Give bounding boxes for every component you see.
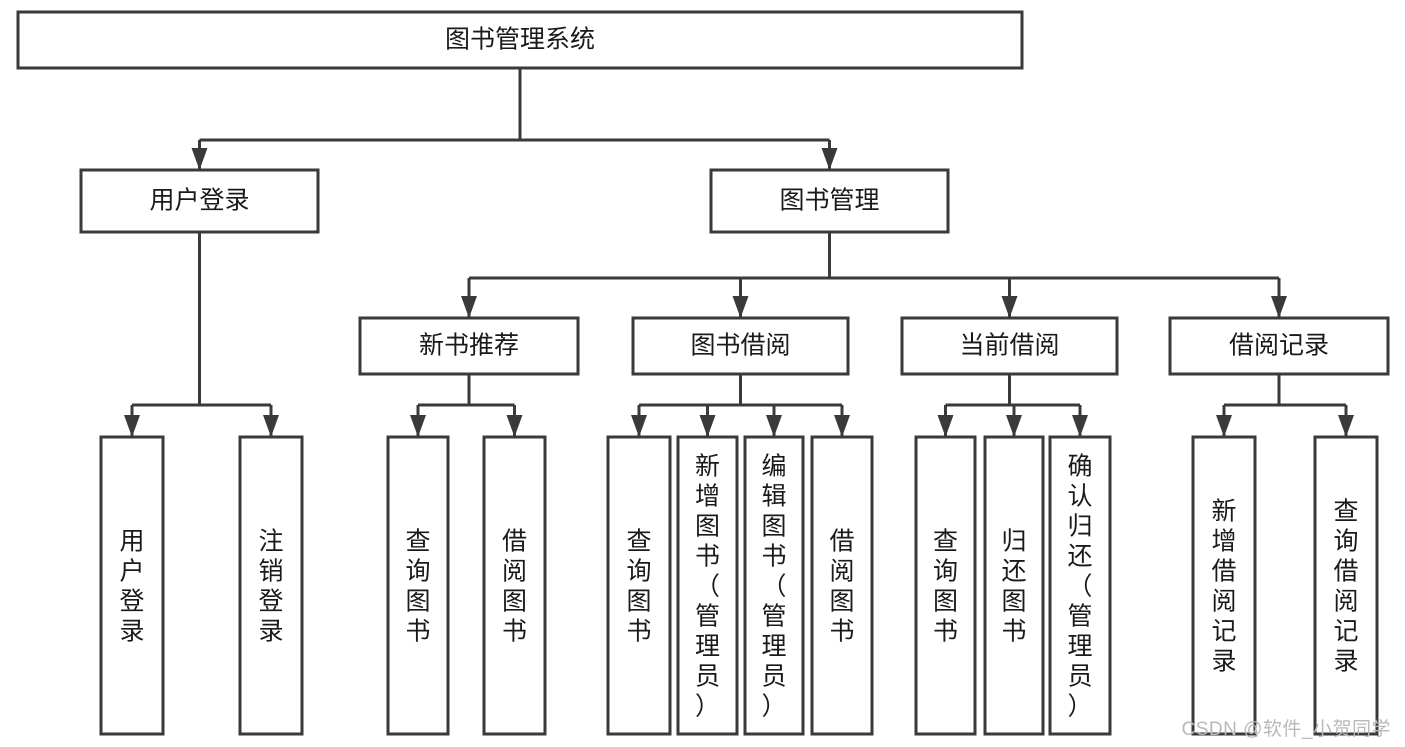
node-level3-2[interactable]: 当前借阅 — [900, 316, 1119, 376]
arrow-head-icon — [699, 415, 716, 437]
arrow-head-icon — [1216, 415, 1232, 437]
node-label: 新书推荐 — [419, 332, 519, 360]
node-leaf-12[interactable]: 查询借阅记录 — [1313, 435, 1379, 736]
node-level2-1[interactable]: 图书管理 — [709, 168, 950, 234]
node-leaf-1[interactable]: 注销登录 — [238, 435, 304, 736]
node-box — [79, 168, 320, 234]
arrow-head-icon — [1072, 415, 1088, 437]
arrow-head-icon — [263, 415, 279, 437]
node-label: 查询图书 — [933, 528, 958, 646]
node-box — [676, 435, 739, 736]
node-label: 查询借阅记录 — [1333, 498, 1358, 676]
node-label: 用户登录 — [149, 187, 249, 215]
arrow-head-icon — [124, 415, 140, 437]
node-label: 图书管理系统 — [445, 26, 595, 54]
node-box — [810, 435, 874, 736]
node-box — [358, 316, 580, 376]
node-leaf-3[interactable]: 借阅图书 — [482, 435, 547, 736]
node-leaf-7[interactable]: 借阅图书 — [810, 435, 874, 736]
node-label: 新增借阅记录 — [1211, 498, 1236, 676]
node-box — [1048, 435, 1112, 736]
node-box — [16, 10, 1024, 70]
arrow-head-icon — [732, 296, 749, 318]
arrow-head-icon — [1006, 415, 1022, 437]
node-box — [983, 435, 1045, 736]
node-level3-1[interactable]: 图书借阅 — [631, 316, 850, 376]
node-label: 查询图书 — [626, 528, 651, 646]
arrow-head-icon — [834, 415, 850, 437]
node-box — [482, 435, 547, 736]
node-leaf-10[interactable]: 确认归还（管理员） — [1048, 435, 1112, 736]
node-label: 注销登录 — [258, 528, 283, 646]
node-label: 借阅图书 — [829, 528, 854, 646]
node-label: 借阅记录 — [1229, 332, 1329, 360]
node-leaf-6[interactable]: 编辑图书（管理员） — [743, 435, 805, 736]
arrow-head-icon — [631, 415, 647, 437]
node-label: 当前借阅 — [959, 332, 1059, 360]
arrow-head-icon — [821, 148, 838, 170]
node-label: 图书管理 — [779, 187, 879, 215]
node-level3-3[interactable]: 借阅记录 — [1168, 316, 1390, 376]
node-box — [606, 435, 672, 736]
arrow-head-icon — [766, 415, 782, 437]
arrow-head-icon — [937, 415, 954, 437]
node-leaf-2[interactable]: 查询图书 — [386, 435, 450, 736]
node-level2-0[interactable]: 用户登录 — [79, 168, 320, 234]
node-label: 借阅图书 — [502, 528, 527, 646]
node-box — [743, 435, 805, 736]
node-leaf-9[interactable]: 归还图书 — [983, 435, 1045, 736]
node-box — [1313, 435, 1379, 736]
node-leaf-8[interactable]: 查询图书 — [914, 435, 977, 736]
arrow-head-icon — [1271, 296, 1287, 318]
node-box — [238, 435, 304, 736]
node-root[interactable]: 图书管理系统 — [16, 10, 1024, 70]
node-label: 确认归还（管理员） — [1067, 453, 1092, 721]
node-label: 归还图书 — [1001, 528, 1026, 646]
node-level3-0[interactable]: 新书推荐 — [358, 316, 580, 376]
node-box — [99, 435, 165, 736]
node-box — [1191, 435, 1257, 736]
node-leaf-5[interactable]: 新增图书（管理员） — [676, 435, 739, 736]
node-label: 图书借阅 — [690, 332, 790, 360]
node-box — [914, 435, 977, 736]
node-leaf-11[interactable]: 新增借阅记录 — [1191, 435, 1257, 736]
node-label: 查询图书 — [405, 528, 430, 646]
arrow-head-icon — [191, 148, 208, 170]
node-leaf-4[interactable]: 查询图书 — [606, 435, 672, 736]
arrow-head-icon — [1001, 296, 1018, 318]
watermark-label: CSDN @软件_小贺同学 — [1181, 719, 1391, 740]
arrow-head-icon — [461, 296, 477, 318]
node-leaf-0[interactable]: 用户登录 — [99, 435, 165, 736]
node-label: 新增图书（管理员） — [695, 453, 720, 721]
arrow-head-icon — [410, 415, 426, 437]
node-box — [900, 316, 1119, 376]
node-box — [386, 435, 450, 736]
arrow-head-icon — [1338, 415, 1354, 437]
node-label: 编辑图书（管理员） — [761, 453, 786, 721]
arrow-head-icon — [506, 415, 523, 437]
node-label: 用户登录 — [119, 528, 144, 646]
